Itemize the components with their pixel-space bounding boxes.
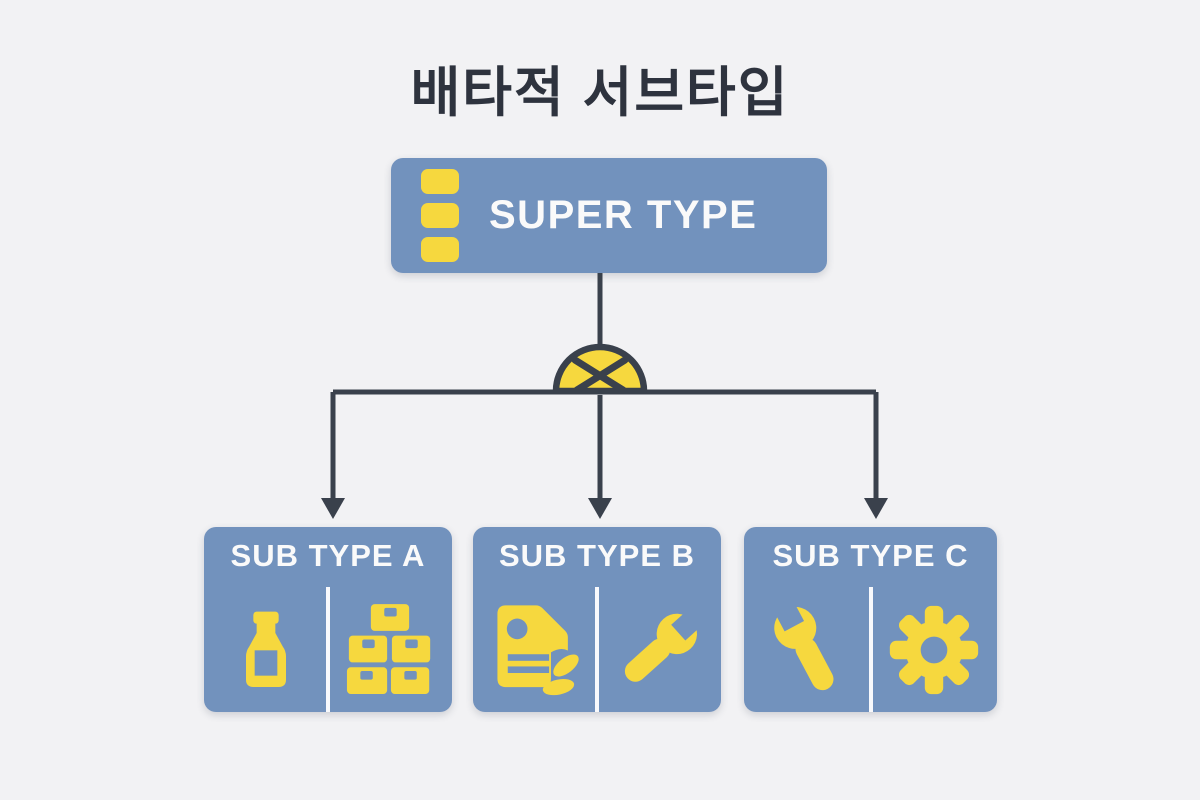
sub-type-c-content	[744, 587, 997, 712]
bottle-icon	[204, 587, 328, 712]
xor-semicircle-icon	[552, 343, 648, 395]
gear-icon	[871, 587, 998, 712]
panel-divider	[326, 587, 330, 712]
super-type-label: SUPER TYPE	[489, 193, 758, 237]
sub-type-b-box: SUB TYPE B	[473, 527, 721, 712]
wrench-icon	[744, 587, 871, 712]
sub-type-c-label: SUB TYPE C	[772, 538, 969, 573]
boxes-icon	[328, 587, 452, 712]
wrench-icon	[597, 587, 721, 712]
list-icon-bar	[421, 203, 459, 228]
page-title: 배타적 서브타입	[410, 63, 790, 123]
sub-type-a-box: SUB TYPE A	[204, 527, 452, 712]
sub-type-a-label: SUB TYPE A	[230, 538, 426, 573]
super-type-box: SUPER TYPE	[391, 158, 827, 273]
sub-type-c-box: SUB TYPE C	[744, 527, 997, 712]
panel-divider	[868, 587, 873, 712]
sub-type-b-content	[473, 587, 721, 712]
branch-lines	[330, 273, 879, 499]
panel-divider	[595, 587, 599, 712]
tag-icon	[473, 587, 597, 712]
list-icon-bar	[421, 237, 459, 262]
list-icon-bar	[421, 169, 459, 194]
list-icon	[421, 169, 459, 262]
sub-type-b-label: SUB TYPE B	[498, 538, 696, 573]
sub-type-a-content	[204, 587, 452, 712]
arrowhead-icons	[321, 498, 888, 519]
